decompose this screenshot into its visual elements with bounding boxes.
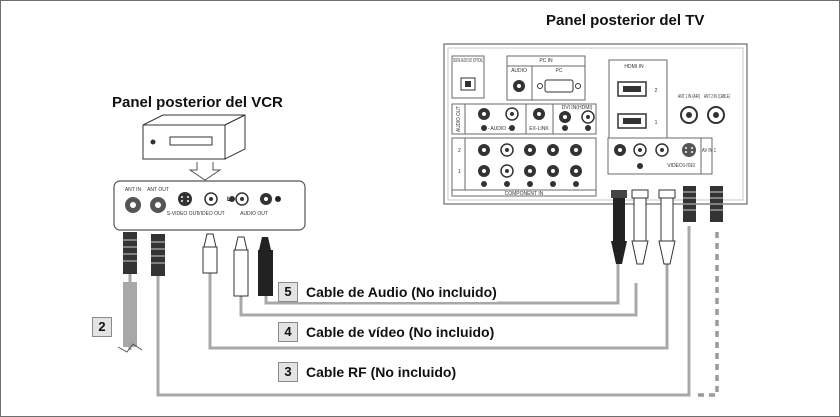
audio-cable-number: 5 (278, 282, 298, 302)
vcr-label-ant-in: ANT IN (125, 187, 142, 193)
tv-label-dvi-in: DVI IN(HDMI) (562, 105, 593, 111)
tv-panel-title: Panel posterior del TV (546, 12, 705, 29)
tv-label-pc: PC (556, 68, 563, 74)
tv-audio-plug-white (631, 189, 649, 265)
tv-panel-labels: DIGITAL AUDIO OUT (OPTICAL) PC IN AUDIO … (453, 58, 730, 197)
tv-label-s-video: S-VIDEO (683, 163, 695, 169)
audio-cable-label: 5 Cable de Audio (No incluido) (278, 282, 497, 302)
vcr-plugs (123, 232, 273, 297)
tv-label-av-in: AV IN 1 (702, 148, 716, 154)
rf-cable-path (156, 226, 691, 397)
tv-label-comp-row-1: 1 (458, 169, 461, 175)
vcr-label-ant-out: ANT OUT (147, 187, 169, 193)
tv-label-ant1-in: ANT 1 IN (AIR) (678, 94, 700, 100)
tv-label-hdmi-in: HDMI IN (624, 64, 644, 70)
video-cable-number: 4 (278, 322, 298, 342)
vcr-video-plug (202, 233, 218, 274)
vcr-label-s-video-out: S-VIDEO OUT (167, 211, 200, 217)
audio-cable-path (239, 283, 638, 317)
tv-label-r-audio-l: R - AUDIO - L (483, 126, 514, 132)
audio-cable-path-right (264, 231, 620, 305)
vcr-label-l: L (227, 196, 231, 203)
tv-label-ant2-in: ANT 2 IN (CABLE) (704, 94, 730, 100)
rf-cable-text: Cable RF (No incluido) (306, 364, 457, 380)
vcr-back-panel (113, 180, 306, 231)
video-cable-path (208, 240, 669, 350)
rf-cable-number: 3 (278, 362, 298, 382)
tv-label-ex-link: EX-LINK (529, 126, 549, 132)
vcr-panel-labels: ANT IN ANT OUT S-VIDEO OUT VIDEO OUT L R… (125, 187, 281, 217)
cables (128, 226, 719, 397)
tv-label-audio: AUDIO (511, 68, 527, 74)
tv-cable-tv-plug (710, 186, 723, 222)
tv-label-comp-row-2: 2 (458, 148, 461, 154)
vcr-audio-plug-red (258, 237, 273, 296)
tv-rf-plug (683, 186, 696, 222)
tv-label-hdmi-1: 1 (655, 120, 658, 126)
wall-cable-number: 2 (92, 317, 112, 337)
video-cable-text: Cable de vídeo (No incluido) (306, 324, 495, 340)
wall-cable-label: 2 (92, 317, 112, 337)
component-jacks (478, 143, 582, 187)
tv-back-panel (443, 43, 748, 205)
tv-label-digital-audio-out: DIGITAL AUDIO OUT (OPTICAL) (453, 58, 483, 64)
tv-label-video: VIDEO (667, 163, 683, 169)
vcr-label-audio-out: AUDIO OUT (240, 211, 268, 217)
vcr-rf-plug-out (151, 234, 165, 276)
tv-label-pc-in: PC IN (539, 58, 553, 64)
vcr-label-video-out: VIDEO OUT (197, 211, 225, 217)
vcr-device (142, 114, 246, 181)
vcr-panel-title: Panel posterior del VCR (112, 94, 283, 111)
vcr-rf-plug-in (123, 232, 137, 274)
audio-cable-text: Cable de Audio (No incluido) (306, 284, 497, 300)
cable-tv-dotted (695, 232, 719, 397)
rf-cable-label: 3 Cable RF (No incluido) (278, 362, 461, 382)
wall-outlet-stub (117, 282, 143, 353)
tv-video-plug (658, 189, 676, 265)
vcr-audio-plug-white (233, 236, 249, 297)
tv-label-audio-out: AUDIO OUT (456, 106, 462, 132)
tv-label-hdmi-2: 2 (655, 88, 658, 94)
video-cable-label: 4 Cable de vídeo (No incluido) (278, 322, 499, 342)
vcr-label-r: R (276, 196, 281, 203)
tv-plugs (611, 186, 723, 265)
tv-audio-plug-red (611, 190, 627, 264)
tv-label-component-in: COMPONENT IN (505, 191, 544, 197)
